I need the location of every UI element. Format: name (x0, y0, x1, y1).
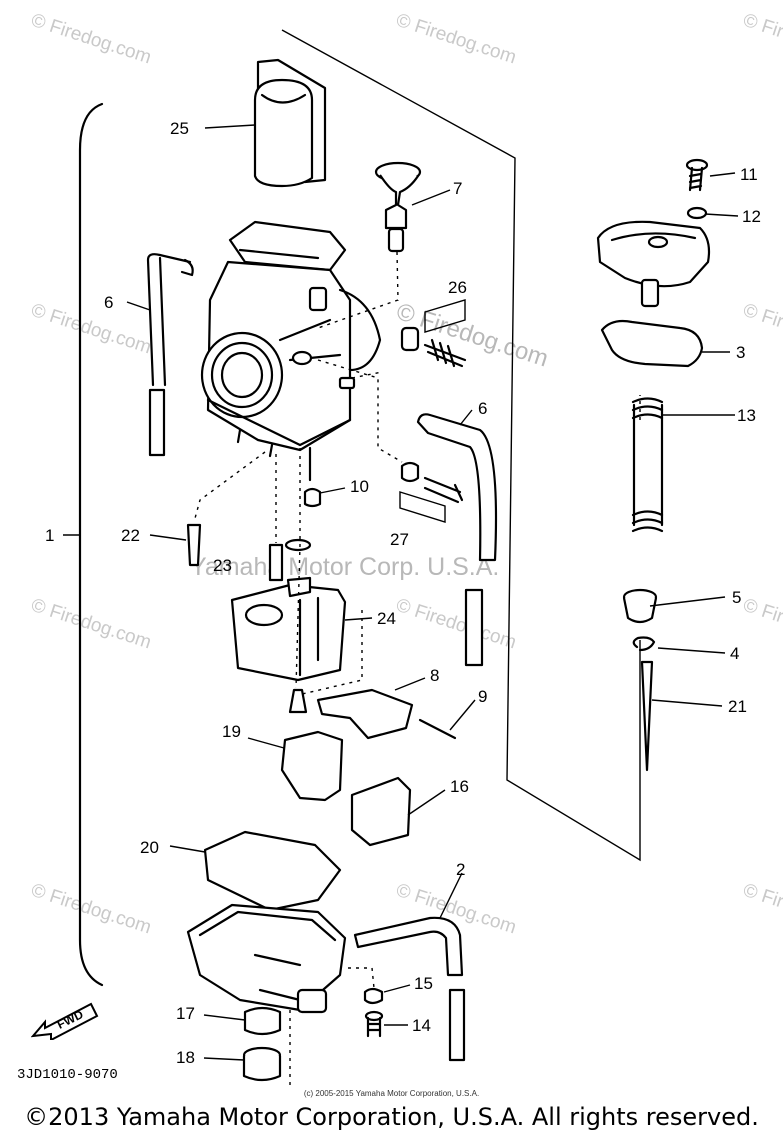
callout-5: 5 (732, 588, 741, 607)
part-needle-holder (622, 588, 658, 624)
callout-12: 12 (742, 207, 761, 226)
diagram-part-code: 3JD1010-9070 (17, 1067, 118, 1083)
part-starter-plunger (374, 161, 422, 253)
part-drain-washer (363, 987, 384, 1005)
part-throttle-valve (253, 58, 327, 188)
part-throttle-stop-screw (399, 461, 464, 523)
part-float (230, 576, 347, 682)
exploded-view-enclosure (281, 29, 641, 862)
callout-23: 23 (213, 556, 232, 575)
callout-2: 2 (456, 860, 465, 879)
callout-25: 25 (170, 119, 189, 138)
part-washer (686, 206, 708, 220)
callout-24: 24 (377, 609, 396, 628)
watermark: © Firedog.com (740, 300, 783, 359)
callout-15: 15 (414, 974, 433, 993)
callout-26: 26 (448, 278, 467, 297)
callout-17: 17 (176, 1004, 195, 1023)
watermark: © Firedog.com (28, 880, 153, 939)
callout-21: 21 (728, 697, 747, 716)
part-pilot-jet (186, 523, 202, 567)
part-top-cover (596, 220, 711, 308)
part-float-body (280, 730, 344, 802)
part-main-jet-holder (243, 1006, 282, 1036)
callout-labels: 25 7 11 12 6 26 3 6 13 10 1 22 27 23 5 2… (45, 119, 761, 1067)
watermark: © Firedog.com (28, 595, 153, 654)
watermark: © Firedog.com (28, 300, 153, 359)
callout-10: 10 (350, 477, 369, 496)
part-float-pin (418, 718, 457, 740)
callout-1: 1 (45, 526, 54, 545)
watermark: © Firedog.com (393, 10, 518, 69)
callout-27: 27 (390, 530, 409, 549)
part-needle (640, 660, 654, 772)
part-drain-screw (364, 1010, 384, 1038)
part-gasket (600, 319, 704, 368)
part-spring (631, 397, 664, 533)
watermark: © Firedog.com (28, 10, 153, 69)
callout-22: 22 (121, 526, 140, 545)
part-needle-jet (268, 538, 312, 582)
leader-lines (63, 124, 739, 1090)
part-float-arm (316, 688, 414, 740)
footer-copyright: ©2013 Yamaha Motor Corporation, U.S.A. A… (24, 1103, 759, 1131)
callout-4: 4 (730, 644, 739, 663)
forward-arrow-icon: FWD (31, 1002, 99, 1040)
part-clip (632, 636, 656, 652)
watermark: © Firedog.com (740, 880, 783, 939)
watermark: © Firedog.com (740, 595, 783, 654)
callout-8: 8 (430, 666, 439, 685)
small-copyright: (c) 2005-2015 Yamaha Motor Corporation, … (303, 1089, 480, 1098)
part-float-bowl (186, 903, 347, 1014)
part-needle-valve (288, 688, 308, 714)
callout-20: 20 (140, 838, 159, 857)
callout-13: 13 (737, 406, 756, 425)
part-drain-plug (242, 1046, 282, 1082)
part-cover (350, 776, 412, 847)
watermark: © Firedog.com (393, 595, 518, 654)
part-vent-hose-left (146, 253, 194, 457)
callout-19: 19 (222, 722, 241, 741)
part-carburetor-body (200, 220, 382, 482)
callout-11: 11 (740, 165, 758, 184)
watermark: © Firedog.com (740, 10, 783, 69)
part-overflow-hose (353, 916, 466, 1062)
callout-14: 14 (412, 1016, 431, 1035)
part-vent-hose-right (416, 413, 498, 667)
callout-16: 16 (450, 777, 469, 796)
callout-9: 9 (478, 687, 487, 706)
callout-3: 3 (736, 343, 745, 362)
part-washer-10 (303, 487, 322, 508)
watermark-yamaha: Yamaha Motor Corp. U.S.A. (190, 553, 499, 581)
part-bowl-gasket (203, 830, 342, 912)
callout-6: 6 (478, 399, 487, 418)
callout-6: 6 (104, 293, 113, 312)
assembly-bracket (78, 102, 104, 987)
callout-7: 7 (453, 179, 462, 198)
callout-18: 18 (176, 1048, 195, 1067)
part-pilot-air-screw (400, 299, 467, 368)
part-screw (685, 158, 709, 192)
